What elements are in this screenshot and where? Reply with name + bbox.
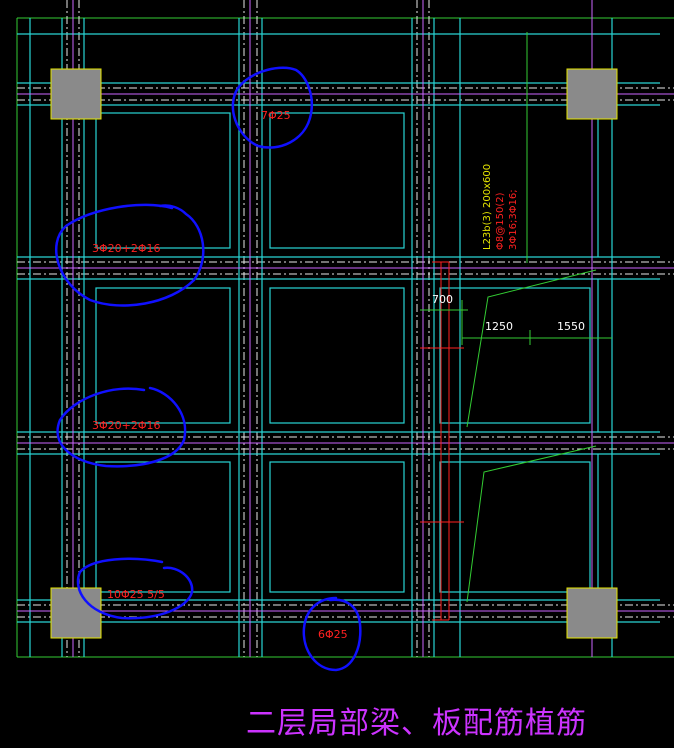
dimension-1250: 1250 — [485, 320, 513, 333]
red-rebar-lines — [420, 261, 464, 621]
dimension-1550: 1550 — [557, 320, 585, 333]
markup-circle-middle-left — [56, 386, 187, 468]
rebar-label-top-beam: 7Φ25 — [261, 109, 291, 122]
markup-circles — [55, 66, 362, 672]
columns — [50, 68, 618, 639]
beam-outlines — [17, 18, 660, 657]
dimension-700: 700 — [432, 293, 453, 306]
drawing-title: 二层局部梁、板配筋植筋 — [246, 706, 587, 741]
markup-circle-bottom-left — [76, 557, 194, 620]
rebar-label-upper-left-beam: 3Φ20+2Φ16 — [92, 242, 161, 255]
beam-annotation-line3: 3Φ16;3Φ16; — [508, 189, 519, 250]
axis-lines — [17, 0, 674, 657]
markup-circle-top — [231, 66, 313, 149]
rebar-label-bottom-mid-beam: 6Φ25 — [318, 628, 348, 641]
column-top-right — [566, 68, 618, 120]
drawing-border — [16, 17, 674, 658]
markup-circle-bottom-mid — [302, 596, 362, 672]
beam-annotation-line2: Φ8@150(2) — [495, 192, 506, 250]
rebar-label-middle-left-beam: 3Φ20+2Φ16 — [92, 419, 161, 432]
dimension-lines — [420, 32, 612, 603]
column-bottom-left — [50, 587, 102, 639]
beam-annotation-line1: L23b(3) 200x600 — [482, 164, 493, 250]
column-bottom-right — [566, 587, 618, 639]
column-top-left — [50, 68, 102, 120]
rebar-label-bottom-left-beam: 10Φ25 5/5 — [107, 588, 165, 601]
beam-annotation: L23b(3) 200x600 — [482, 164, 493, 250]
white-grid-lines — [17, 0, 674, 657]
markup-circle-upper-left — [55, 203, 205, 307]
